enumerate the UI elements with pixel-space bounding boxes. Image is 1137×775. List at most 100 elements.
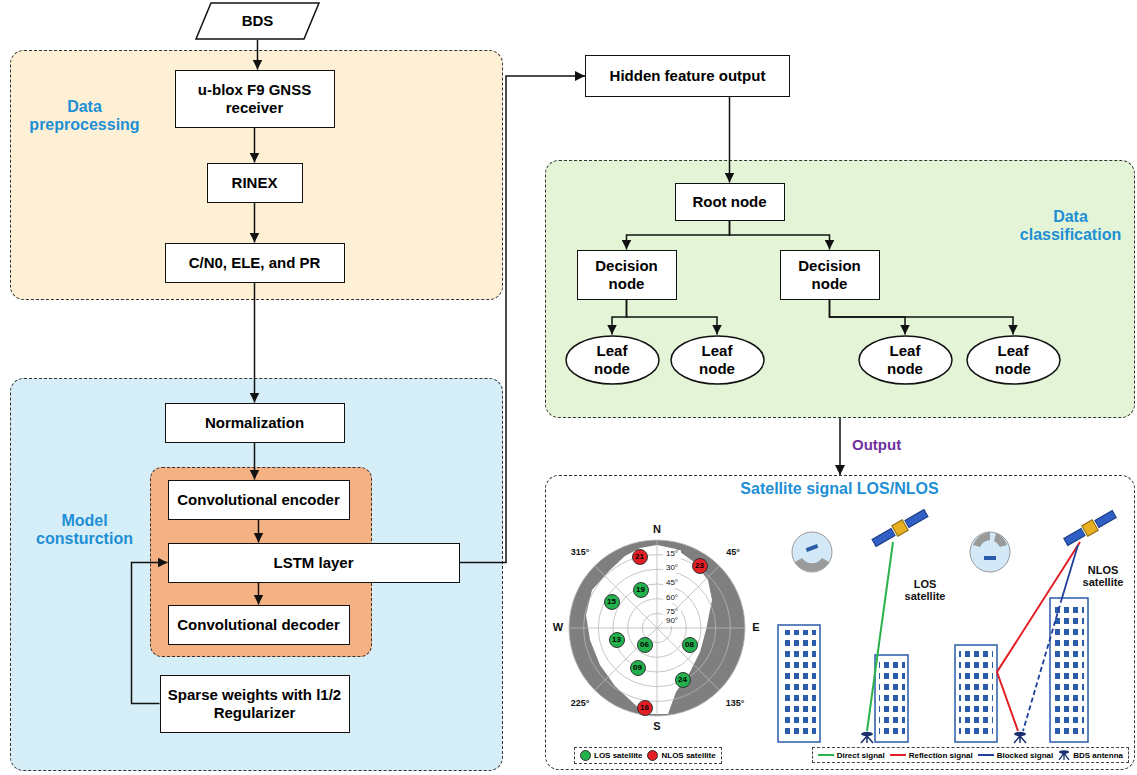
building bbox=[955, 645, 997, 742]
satellite-number: 15 bbox=[607, 598, 616, 606]
antenna-icon bbox=[1014, 732, 1026, 743]
line-sample bbox=[978, 750, 994, 760]
node-text: Decision node bbox=[781, 257, 879, 292]
azimuth-label: 45° bbox=[720, 548, 746, 558]
edge-label: Output bbox=[852, 437, 901, 454]
flow-arrow bbox=[258, 583, 260, 605]
process-box: Sparse weights with l1/2 Regularizer bbox=[160, 675, 350, 733]
satellite-number: 13 bbox=[612, 636, 621, 644]
flow-arrow bbox=[612, 300, 627, 335]
process-box: LSTM layer bbox=[168, 543, 460, 583]
building bbox=[1050, 598, 1088, 742]
satellite-number: 06 bbox=[640, 641, 649, 649]
satellite-number: 16 bbox=[640, 704, 649, 712]
legend-box: LOS satellite NLOS satellite bbox=[574, 747, 722, 764]
satellite-marker: 13 bbox=[609, 632, 625, 648]
node-text: Leaf node bbox=[691, 342, 743, 377]
legend-text: LOS satellite bbox=[594, 751, 642, 760]
elevation-label: 90° bbox=[663, 617, 681, 626]
flow-arrow bbox=[254, 203, 256, 243]
elevation-label: 60° bbox=[663, 594, 681, 603]
satellite-number: 19 bbox=[636, 586, 645, 594]
satellite-marker: 23 bbox=[692, 558, 708, 574]
satellite-marker: 09 bbox=[630, 660, 646, 676]
flow-arrow bbox=[258, 520, 260, 543]
flow-arrow bbox=[460, 76, 586, 563]
legend-box: Direct signalReflection signalBlocked si… bbox=[812, 747, 1129, 763]
process-box: Decision node bbox=[780, 250, 880, 300]
elevation-label: 75° bbox=[663, 608, 681, 617]
satellite-marker: 08 bbox=[682, 637, 698, 653]
process-box: RINEX bbox=[207, 163, 303, 203]
elevation-label: 15° bbox=[663, 550, 681, 559]
azimuth-label: S bbox=[650, 720, 664, 732]
azimuth-label: E bbox=[749, 621, 763, 633]
legend-text: BDS antenna bbox=[1073, 751, 1123, 760]
flow-arrow bbox=[254, 283, 256, 403]
azimuth-label: 135° bbox=[720, 699, 750, 709]
legend-item: LOS satellite bbox=[580, 750, 642, 761]
node-text: RINEX bbox=[232, 174, 278, 191]
region-title: Model consturction bbox=[22, 512, 148, 549]
process-box: Root node bbox=[675, 183, 785, 221]
flow-arrow bbox=[627, 300, 718, 335]
group-region: u-blox F9 GNSS receiverRINEXC/N0, ELE, a… bbox=[10, 50, 503, 300]
fisheye-icon bbox=[792, 532, 832, 572]
azimuth-label: N bbox=[649, 523, 665, 535]
satellite-marker: 15 bbox=[604, 594, 620, 610]
region-title: Data classification bbox=[1010, 208, 1132, 245]
flow-arrow bbox=[254, 443, 256, 480]
region-title-holder: Data preprocessing bbox=[22, 98, 148, 135]
leaf-ellipse: Leaf node bbox=[670, 335, 765, 385]
nlos-scene bbox=[955, 509, 1117, 743]
satellite-number: 21 bbox=[635, 553, 644, 561]
flow-arrow bbox=[730, 221, 830, 250]
satellite-marker: 24 bbox=[675, 672, 691, 688]
flow-arrow bbox=[839, 418, 841, 475]
region-title: Satellite signal LOS/NLOS bbox=[545, 480, 1135, 498]
satellite-label: LOS satellite bbox=[900, 578, 950, 602]
satellite-marker: 19 bbox=[633, 582, 649, 598]
satellite-label: NLOS satellite bbox=[1077, 564, 1129, 588]
building bbox=[875, 655, 908, 742]
node-text: LSTM layer bbox=[273, 554, 353, 571]
node-text: Leaf node bbox=[586, 342, 638, 377]
satellite-icon bbox=[871, 508, 929, 548]
elevation-label: 45° bbox=[663, 579, 681, 588]
region-title-holder: Data classification bbox=[1010, 208, 1132, 245]
region-title-holder: Satellite signal LOS/NLOS bbox=[545, 480, 1135, 498]
satellite-number: 23 bbox=[695, 562, 704, 570]
region-title: Data preprocessing bbox=[22, 98, 148, 135]
node-text: Sparse weights with l1/2 Regularizer bbox=[161, 686, 349, 721]
satellite-marker: 16 bbox=[637, 700, 653, 716]
azimuth-label: W bbox=[551, 621, 565, 633]
node-text: Leaf node bbox=[987, 342, 1039, 377]
sky-plot bbox=[569, 540, 745, 716]
legend-text: NLOS satellite bbox=[661, 751, 715, 760]
leaf-ellipse: Leaf node bbox=[565, 335, 660, 385]
flow-arrow bbox=[257, 40, 259, 70]
node-text: Root node bbox=[692, 193, 766, 210]
flow-arrow bbox=[627, 221, 730, 250]
group-region: Root nodeDecision node Decision nodeLeaf … bbox=[545, 160, 1135, 418]
azimuth-spokes bbox=[569, 540, 745, 716]
line-sample bbox=[890, 750, 906, 760]
flow-arrow bbox=[729, 97, 731, 183]
process-box: Convolutional encoder bbox=[168, 480, 350, 520]
azimuth-label: 225° bbox=[565, 699, 595, 709]
satellite-number: 08 bbox=[685, 641, 694, 649]
satellite-number: 24 bbox=[678, 676, 687, 684]
legend-swatch bbox=[647, 750, 658, 761]
process-box: Convolutional decoder bbox=[168, 605, 350, 645]
los-scene bbox=[778, 508, 929, 743]
satellite-icon bbox=[1063, 509, 1117, 547]
region-title-holder: Model consturction bbox=[22, 512, 148, 549]
legend-text: Blocked signal bbox=[997, 751, 1053, 760]
antenna-symbol bbox=[1058, 750, 1070, 760]
building bbox=[778, 625, 820, 742]
process-box: Decision node bbox=[577, 250, 677, 300]
blocked-signal bbox=[1023, 598, 1062, 731]
process-box: Hidden feature output bbox=[585, 55, 790, 97]
